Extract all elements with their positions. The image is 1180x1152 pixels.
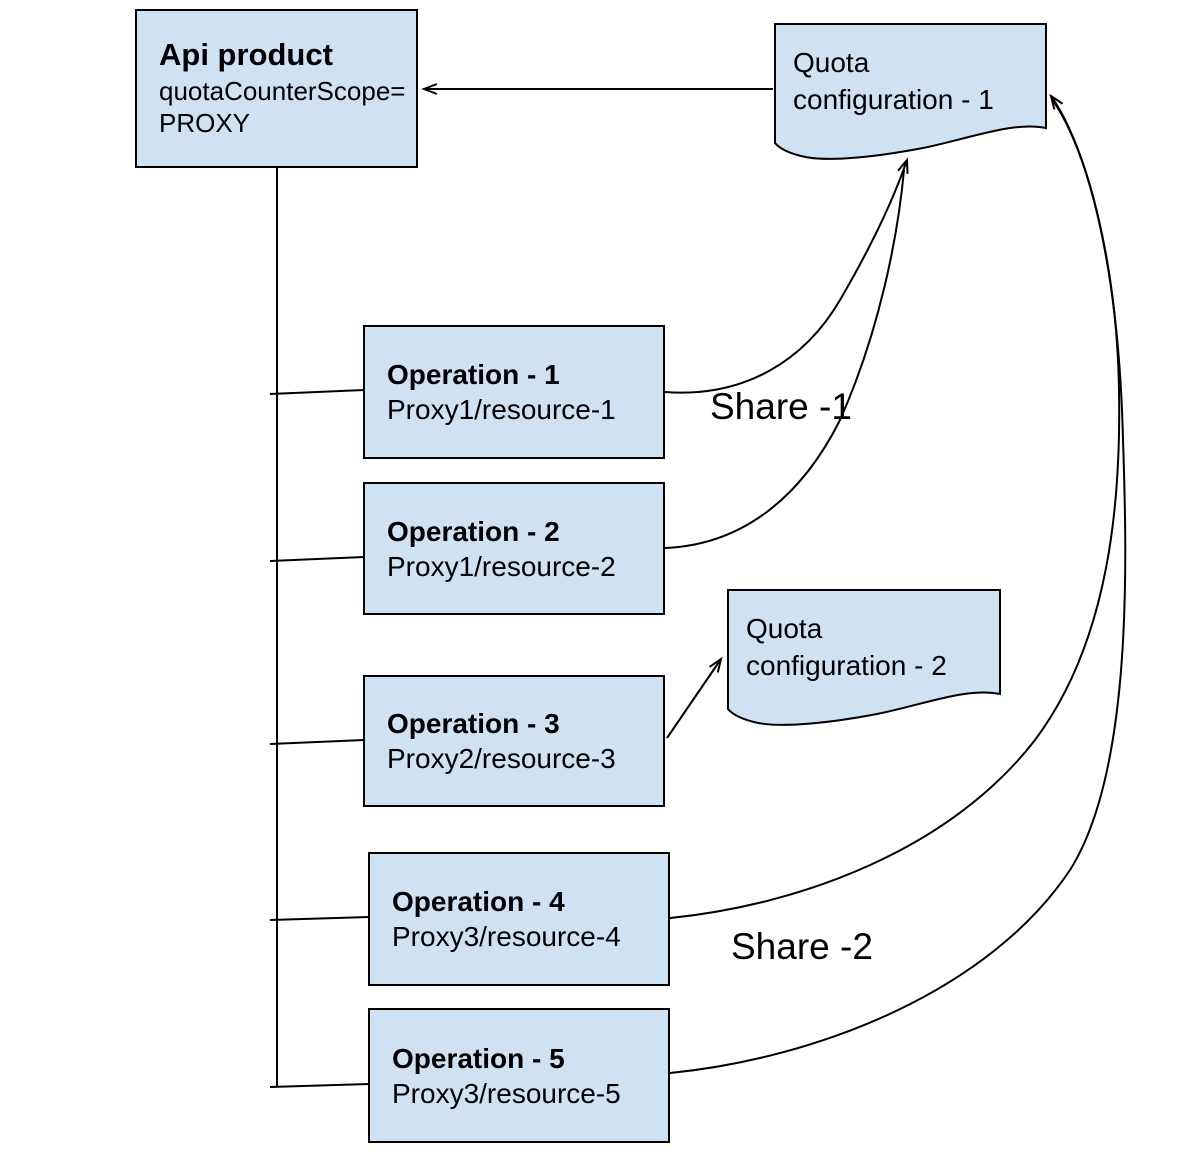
share-1-label: Share -1 xyxy=(710,386,852,427)
operation-5-title: Operation - 5 xyxy=(392,1042,565,1074)
quota-config-1-line1: Quota xyxy=(793,47,870,78)
edge-op2-to-quota1 xyxy=(664,169,905,549)
operation-2-resource: Proxy1/resource-2 xyxy=(387,550,616,582)
operation-4-title: Operation - 4 xyxy=(392,886,565,917)
operation-3-node: Operation - 3 Proxy2/resource-3 xyxy=(363,675,665,807)
operation-3-resource: Proxy2/resource-3 xyxy=(387,743,616,774)
operation-2-title: Operation - 2 xyxy=(387,515,560,547)
api-product-scope-line2: PROXY xyxy=(159,108,251,138)
api-product-node: Api product quotaCounterScope= PROXY xyxy=(135,9,418,168)
quota-config-1-text: Quota configuration - 1 xyxy=(793,44,994,118)
operation-1-resource: Proxy1/resource-1 xyxy=(387,394,616,425)
share-2-label: Share -2 xyxy=(731,926,873,967)
edge-op1-to-quota1 xyxy=(664,157,909,394)
operation-5-resource: Proxy3/resource-5 xyxy=(392,1077,621,1109)
edge-branch-op1 xyxy=(269,389,365,395)
edge-op4-to-quota1 xyxy=(669,93,1121,919)
api-product-scope-line1: quotaCounterScope= xyxy=(159,76,406,106)
edge-branch-op2 xyxy=(269,556,365,562)
operation-4-node: Operation - 4 Proxy3/resource-4 xyxy=(368,852,670,986)
operation-2-node: Operation - 2 Proxy1/resource-2 xyxy=(363,482,665,615)
quota-config-2-text: Quota configuration - 2 xyxy=(746,610,947,684)
operation-1-node: Operation - 1 Proxy1/resource-1 xyxy=(363,325,665,459)
quota-config-2-line1: Quota xyxy=(746,613,823,644)
operation-3-title: Operation - 3 xyxy=(387,708,560,739)
edge-branch-op5 xyxy=(269,1083,370,1088)
operation-1-title: Operation - 1 xyxy=(387,359,560,390)
edge-branch-op3 xyxy=(269,739,365,745)
quota-config-1-line2: configuration - 1 xyxy=(793,84,994,115)
operation-5-node: Operation - 5 Proxy3/resource-5 xyxy=(368,1008,670,1143)
edge-op5-to-quota1 xyxy=(669,101,1127,1074)
operation-4-resource: Proxy3/resource-4 xyxy=(392,921,621,952)
api-product-title: Api product xyxy=(159,37,333,72)
quota-config-1-node: Quota configuration - 1 xyxy=(773,22,1048,164)
edge-op3-to-quota2 xyxy=(666,656,723,739)
document-shape xyxy=(727,589,1001,726)
document-shape xyxy=(774,23,1047,160)
edge-branch-op4 xyxy=(269,916,370,921)
quota-config-2-line2: configuration - 2 xyxy=(746,650,947,681)
quota-config-2-node: Quota configuration - 2 xyxy=(726,588,1002,730)
